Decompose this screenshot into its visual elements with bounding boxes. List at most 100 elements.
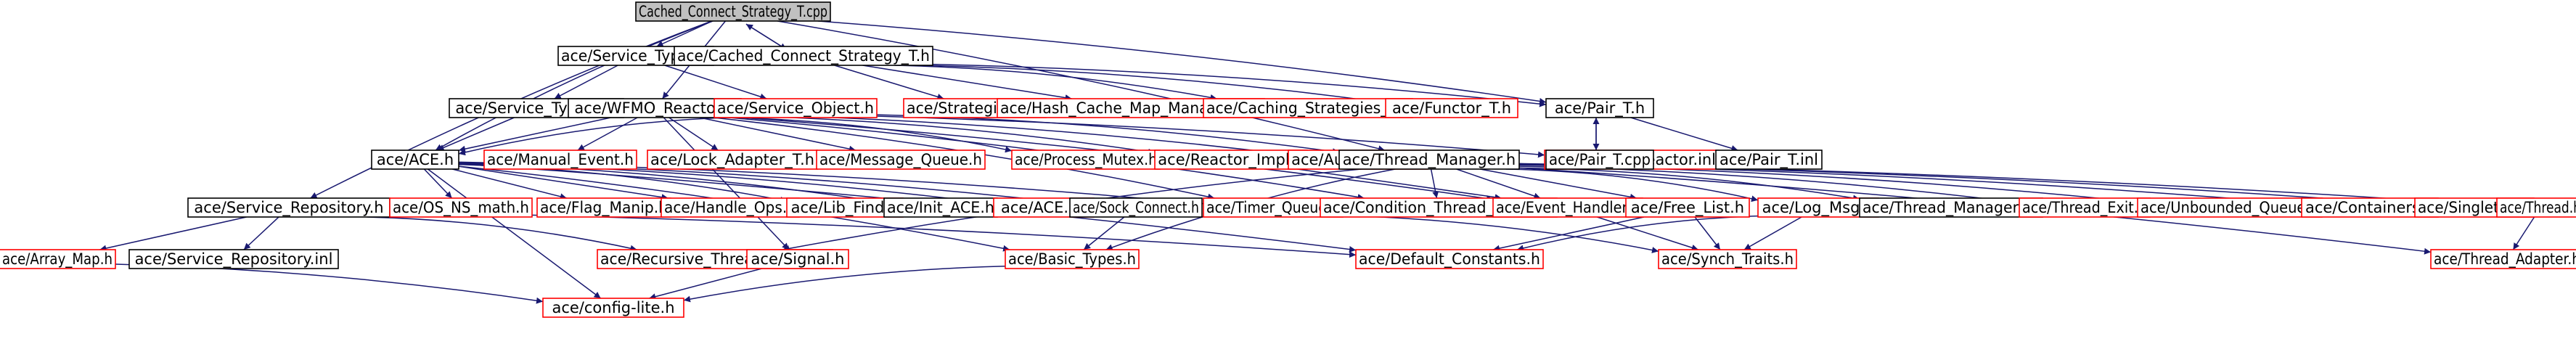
node-label: ace/Process_Mutex.h [1015, 151, 1157, 169]
node-label: ace/Pair_T.h [1555, 99, 1645, 118]
node-label: ace/Containers.h [2305, 199, 2434, 216]
node-pair-cpp[interactable]: ace/Pair_T.cpp [1545, 150, 1654, 170]
edge-layer [99, 20, 2535, 304]
edge-root-to-thread_mgr [777, 20, 1386, 152]
node-thread-adapter[interactable]: ace/Thread_Adapter.h [2430, 249, 2576, 269]
node-box [746, 249, 849, 269]
node-svc-obj[interactable]: ace/Service_Object.h [713, 98, 878, 118]
node-os-ns-math[interactable]: ace/OS_NS_math.h [389, 197, 533, 218]
node-label: ace/Reactor_Impl.h [1158, 151, 1304, 169]
node-wfmo-h[interactable]: ace/WFMO_Reactor.h [568, 98, 742, 118]
node-manual-event[interactable]: ace/Manual_Event.h [483, 150, 637, 170]
edge-svc_obj-to-ace_h [458, 117, 727, 156]
node-box [128, 249, 339, 269]
node-label: ace/Thread.h [2500, 199, 2576, 216]
node-label: ace/Caching_Strategies_T.h [1206, 99, 1410, 118]
node-free-list[interactable]: ace/Free_List.h [1625, 197, 1750, 218]
node-ace-h[interactable]: ace/ACE.h [371, 150, 459, 170]
node-box [1355, 249, 1544, 269]
edge-sock_connect-to-basic_types [1083, 216, 1125, 250]
node-box [389, 197, 533, 218]
edge-wfmo_h-to-process_mutex [733, 117, 1013, 153]
node-box [371, 150, 459, 170]
node-box [883, 197, 998, 218]
node-log-msg[interactable]: ace/Log_Msg.h [1757, 197, 1879, 218]
node-handle-ops[interactable]: ace/Handle_Ops.h [661, 197, 800, 218]
node-default-constants[interactable]: ace/Default_Constants.h [1355, 249, 1544, 269]
node-config-lite[interactable]: ace/config-lite.h [542, 298, 684, 318]
node-flag-manip[interactable]: ace/Flag_Manip.h [536, 197, 671, 218]
node-box [187, 197, 391, 218]
node-reactor-impl[interactable]: ace/Reactor_Impl.h [1154, 150, 1308, 170]
node-sock-connect[interactable]: ace/Sock_Connect.h [1069, 197, 1203, 218]
edge-root-to-pair_h [817, 20, 1547, 105]
node-label: ace/Cached_Connect_Strategy_T.h [677, 47, 930, 65]
node-label: ace/Event_Handler.h [1496, 199, 1640, 217]
node-box [1203, 197, 1344, 218]
node-box [1625, 197, 1750, 218]
node-timer-queue[interactable]: ace/Timer_Queue.h [1203, 197, 1344, 218]
node-svc-repo[interactable]: ace/Service_Repository.h [187, 197, 391, 218]
node-init-ace[interactable]: ace/Init_ACE.h [883, 197, 998, 218]
edge-free_list-to-synch_traits [1694, 216, 1721, 250]
node-thread[interactable]: ace/Thread.h [2496, 197, 2576, 218]
node-label: ace/Thread_Adapter.h [2434, 250, 2576, 269]
edge-svc_repo-to-recursive_mutex [367, 216, 637, 252]
node-process-mutex[interactable]: ace/Process_Mutex.h [1011, 150, 1161, 170]
node-caching[interactable]: ace/Caching_Strategies_T.h [1203, 98, 1413, 118]
edge-array_map-to-config_lite [115, 263, 544, 304]
node-label: Cached_Connect_Strategy_T.cpp [639, 3, 827, 21]
node-label: ace/Unbounded_Queue.h [2140, 199, 2319, 217]
node-box [816, 150, 986, 170]
node-basic-types[interactable]: ace/Basic_Types.h [1005, 249, 1140, 269]
node-label: ace/Functor_T.h [1392, 99, 1511, 118]
node-label: ace/Basic_Types.h [1008, 250, 1136, 269]
node-label: ace/Sock_Connect.h [1073, 199, 1199, 217]
edge-thread_mgr-to-log_msg [1505, 168, 1759, 202]
node-synch-traits[interactable]: ace/Synch_Traits.h [1658, 249, 1797, 269]
node-thread-mgr[interactable]: ace/Thread_Manager.h [1338, 150, 1520, 170]
node-label: ace/Default_Constants.h [1359, 250, 1540, 269]
edge-svc_types_h-to-svc_types_inl [554, 65, 618, 99]
node-functor[interactable]: ace/Functor_T.h [1385, 98, 1518, 118]
node-pair-h[interactable]: ace/Pair_T.h [1545, 98, 1654, 118]
node-box [1757, 197, 1879, 218]
node-box [2430, 249, 2576, 269]
node-label: ace/Thread_Manager.inl [1863, 199, 2040, 217]
edge-thread_mgr-to-cond_mutex [1430, 168, 1439, 199]
node-unbounded-queue[interactable]: ace/Unbounded_Queue.h [2137, 197, 2323, 218]
edge-pair_h-to-pair_inl [1630, 117, 1738, 152]
node-label: ace/Service_Repository.h [194, 199, 383, 217]
node-label: ace/Handle_Ops.h [664, 199, 796, 217]
node-ccs-h[interactable]: ace/Cached_Connect_Strategy_T.h [674, 46, 933, 66]
node-signal[interactable]: ace/Signal.h [746, 249, 849, 269]
node-label: ace/Pair_T.inl [1720, 151, 1818, 169]
node-svc-repo-inl[interactable]: ace/Service_Repository.inl [128, 249, 339, 269]
edge-ccs_h-to-hash_cache [862, 65, 1072, 102]
node-pair-inl[interactable]: ace/Pair_T.inl [1715, 150, 1823, 170]
node-lock-adapter[interactable]: ace/Lock_Adapter_T.h [647, 150, 818, 170]
node-box [1005, 249, 1140, 269]
edge-ace_h-to-os_ns_math [423, 168, 453, 199]
node-label: ace/Array_Map.h [2, 250, 113, 269]
node-msg-queue[interactable]: ace/Message_Queue.h [816, 150, 986, 170]
edge-free_list-to-default_constants [1492, 216, 1645, 252]
node-array-map[interactable]: ace/Array_Map.h [0, 249, 116, 269]
node-box [1545, 98, 1654, 118]
node-label: ace/Log_Msg.h [1762, 199, 1875, 217]
node-thread-exit[interactable]: ace/Thread_Exit.h [2019, 197, 2151, 218]
edge-wfmo_h-to-msg_queue [699, 117, 856, 152]
node-box [1658, 249, 1797, 269]
node-label: ace/config-lite.h [552, 299, 674, 316]
node-label: ace/OS_NS_math.h [393, 199, 529, 217]
node-root[interactable]: Cached_Connect_Strategy_T.cpp [635, 1, 831, 22]
node-box [542, 298, 684, 318]
node-event-handler[interactable]: ace/Event_Handler.h [1492, 197, 1643, 218]
node-thread-mgr-inl[interactable]: ace/Thread_Manager.inl [1859, 197, 2043, 218]
edge-ccs_h-to-caching [894, 65, 1217, 101]
node-label: ace/Flag_Manip.h [540, 199, 668, 217]
edge-ccs_h-to-pair_h [932, 63, 1547, 107]
edge-svc_obj-to-thread_mgr [876, 114, 1340, 155]
node-label: ace/Lib_Find.h [791, 199, 899, 217]
